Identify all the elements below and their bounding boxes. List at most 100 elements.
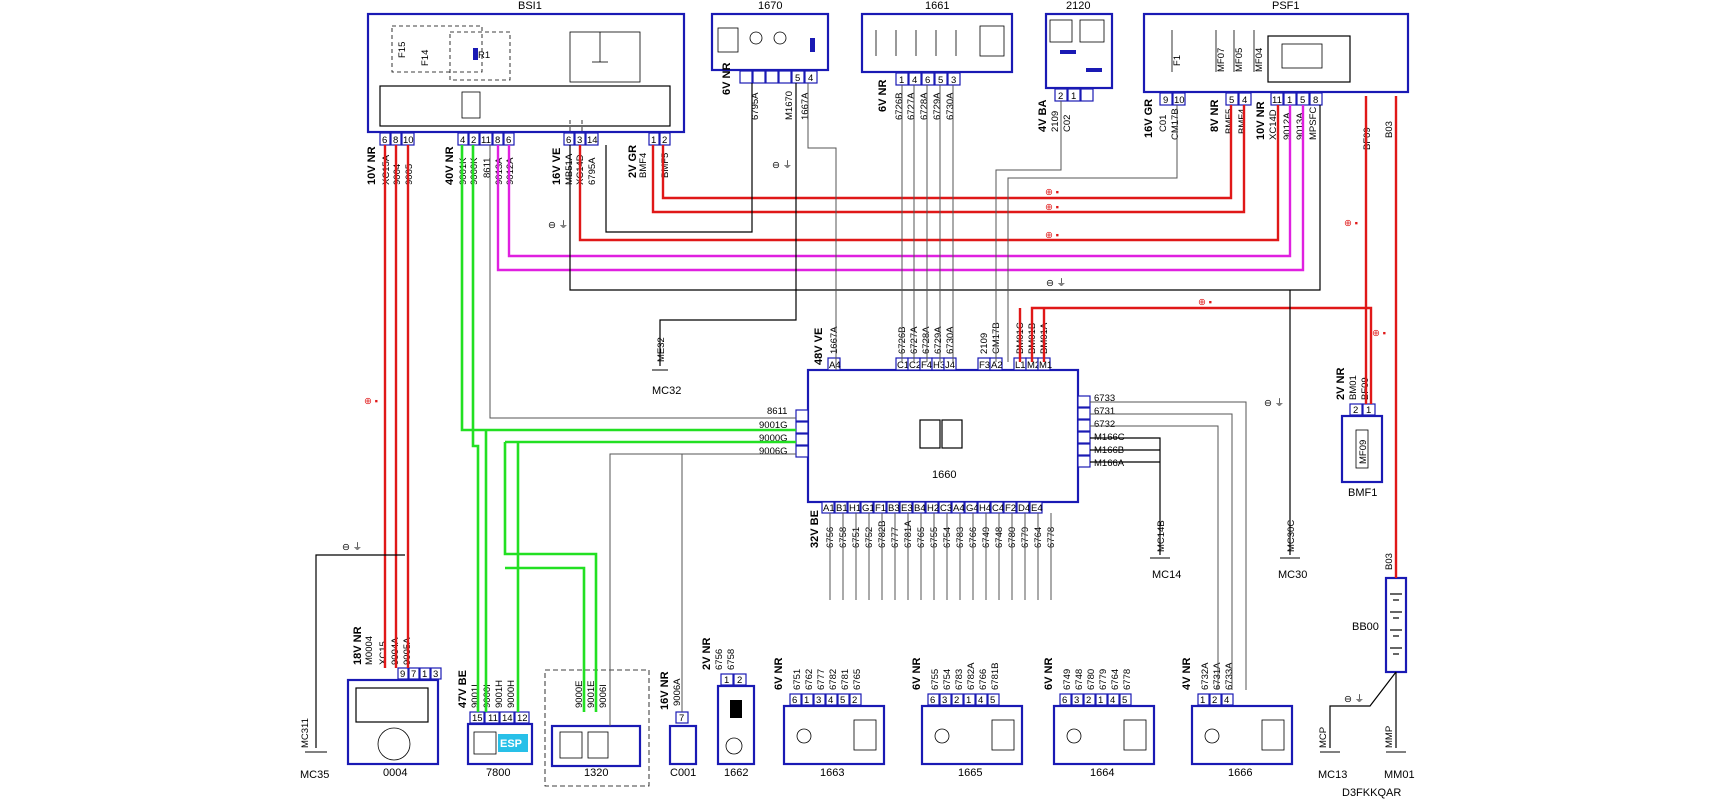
component-1320-label: 1320 bbox=[584, 767, 608, 779]
svg-text:⊕ ▪: ⊕ ▪ bbox=[1045, 230, 1059, 241]
ecu-bottom-pin: H2 bbox=[927, 503, 939, 514]
c1664-pin-number: 4 bbox=[1110, 695, 1115, 706]
svg-text:9006I: 9006I bbox=[598, 684, 609, 708]
ecu-bottom-pin: B4 bbox=[914, 503, 926, 514]
svg-text:ME32: ME32 bbox=[656, 337, 667, 362]
component-2120-connector: 4V BA bbox=[1037, 100, 1049, 132]
c1663-label: 1663 bbox=[820, 767, 844, 779]
svg-text:9000H: 9000H bbox=[506, 680, 517, 708]
svg-text:3: 3 bbox=[951, 75, 956, 86]
c1663-pin bbox=[801, 693, 814, 706]
svg-text:B03: B03 bbox=[1384, 553, 1395, 570]
svg-text:MC13: MC13 bbox=[1318, 769, 1347, 781]
c1666-connector: 4V NR bbox=[1181, 658, 1193, 690]
ecu-bottom-pin: B3 bbox=[888, 503, 900, 514]
svg-text:XC14D: XC14D bbox=[1268, 109, 1279, 140]
c1664-connector: 6V NR bbox=[1043, 658, 1055, 690]
svg-text:9013A: 9013A bbox=[494, 157, 505, 185]
svg-text:1: 1 bbox=[899, 75, 904, 86]
c1664-pin-number: 2 bbox=[1086, 695, 1091, 706]
c1663-wire-label: 6782 bbox=[828, 669, 839, 690]
svg-text:⊖ ⏚: ⊖ ⏚ bbox=[342, 542, 362, 553]
svg-text:BM01: BM01 bbox=[1348, 375, 1359, 400]
svg-text:C02: C02 bbox=[1062, 115, 1073, 132]
svg-text:10: 10 bbox=[403, 135, 414, 146]
c1664-wire-label: 6748 bbox=[1074, 669, 1085, 690]
svg-text:MF04: MF04 bbox=[1254, 48, 1265, 72]
svg-text:MMP: MMP bbox=[1384, 726, 1395, 748]
ecu-right-labels: 6733 6731 6732 M166C M166B M166A bbox=[1094, 393, 1125, 469]
bsi1-pins bbox=[379, 132, 671, 146]
svg-text:6795A: 6795A bbox=[750, 92, 761, 120]
component-1661-label: 1661 bbox=[925, 0, 949, 12]
svg-text:11: 11 bbox=[1272, 95, 1282, 106]
component-1661-connector: 6V NR bbox=[877, 80, 889, 112]
svg-text:3: 3 bbox=[577, 135, 582, 146]
ecu-left-labels: 8611 9001G 9000G 9006G bbox=[759, 406, 788, 457]
svg-text:5: 5 bbox=[1229, 95, 1234, 106]
bsi1-connector-16v: 16V VE bbox=[551, 148, 563, 185]
ecu-bottom-pin: H1 bbox=[849, 503, 861, 514]
c1663-connector: 6V NR bbox=[773, 658, 785, 690]
ecu-bottom-connector: 32V BE bbox=[809, 510, 821, 548]
c1663-wire-label: 6777 bbox=[816, 669, 827, 690]
c1665-pin bbox=[927, 693, 940, 706]
svg-text:9: 9 bbox=[1163, 95, 1168, 106]
svg-text:9001G: 9001G bbox=[759, 420, 788, 431]
ecu-bottom-pin: G4 bbox=[966, 503, 979, 514]
svg-text:14: 14 bbox=[587, 135, 598, 146]
ecu-bottom-pin: A1 bbox=[823, 503, 835, 514]
svg-text:6795A: 6795A bbox=[587, 157, 598, 185]
ecu-bottom-pin: E4 bbox=[1031, 503, 1043, 514]
c1666-pin bbox=[1197, 693, 1210, 706]
c1663-pin-number: 3 bbox=[816, 695, 821, 706]
svg-text:MC32: MC32 bbox=[652, 385, 681, 397]
c1663-motor-icon bbox=[796, 728, 812, 744]
bsi1-relay-r1: R1 bbox=[478, 50, 490, 61]
svg-text:9004: 9004 bbox=[392, 164, 403, 185]
c1663-pin bbox=[813, 693, 826, 706]
svg-text:⊖ ⏚: ⊖ ⏚ bbox=[548, 220, 568, 231]
svg-text:BMF4: BMF4 bbox=[638, 153, 649, 178]
svg-text:2: 2 bbox=[737, 675, 742, 686]
component-c001-label: C001 bbox=[670, 767, 696, 779]
component-0004-connector: 18V NR bbox=[352, 626, 364, 665]
c1664-label: 1664 bbox=[1090, 767, 1114, 779]
ecu-top-pin: C1 bbox=[897, 360, 909, 371]
svg-text:9000I: 9000I bbox=[482, 684, 493, 708]
ecu-bottom-wires bbox=[829, 513, 1052, 600]
svg-text:7: 7 bbox=[679, 713, 684, 724]
svg-text:4: 4 bbox=[460, 135, 465, 146]
svg-text:5: 5 bbox=[1300, 95, 1305, 106]
gray-wires bbox=[489, 83, 1247, 726]
c1666-pin bbox=[1209, 693, 1222, 706]
c1664-wire-label: 6780 bbox=[1086, 669, 1097, 690]
c1663-pin bbox=[825, 693, 838, 706]
svg-text:XC15A: XC15A bbox=[381, 154, 392, 185]
c1663-wire-label: 6762 bbox=[804, 669, 815, 690]
svg-text:6: 6 bbox=[506, 135, 511, 146]
svg-text:11: 11 bbox=[488, 713, 498, 724]
component-1661-box bbox=[860, 12, 1014, 86]
svg-text:⊕ ▪: ⊕ ▪ bbox=[1045, 187, 1059, 198]
bmf1-label: BMF1 bbox=[1348, 487, 1377, 499]
ecu-top-pin: C2 bbox=[909, 360, 921, 371]
ecu-bottom-pin: D4 bbox=[1018, 503, 1030, 514]
ecu-1660-label: 1660 bbox=[932, 469, 956, 481]
svg-text:5: 5 bbox=[938, 75, 943, 86]
c1663-wire-label: 6765 bbox=[852, 669, 863, 690]
svg-text:1667A: 1667A bbox=[800, 92, 811, 120]
component-7800-box bbox=[466, 711, 534, 766]
svg-text:6733: 6733 bbox=[1094, 393, 1115, 404]
ecu-bottom-pin: C3 bbox=[940, 503, 952, 514]
svg-text:MC30: MC30 bbox=[1278, 569, 1307, 581]
svg-text:11: 11 bbox=[481, 135, 491, 146]
svg-text:M0004: M0004 bbox=[364, 636, 375, 665]
component-7800-label: 7800 bbox=[486, 767, 510, 779]
c1665-wire-label: 6766 bbox=[978, 669, 989, 690]
ecu-top-pin: F3 bbox=[979, 360, 990, 371]
svg-text:6: 6 bbox=[566, 135, 571, 146]
svg-text:3: 3 bbox=[433, 669, 438, 680]
ecu-top-wire-label: 2109 bbox=[979, 333, 990, 354]
